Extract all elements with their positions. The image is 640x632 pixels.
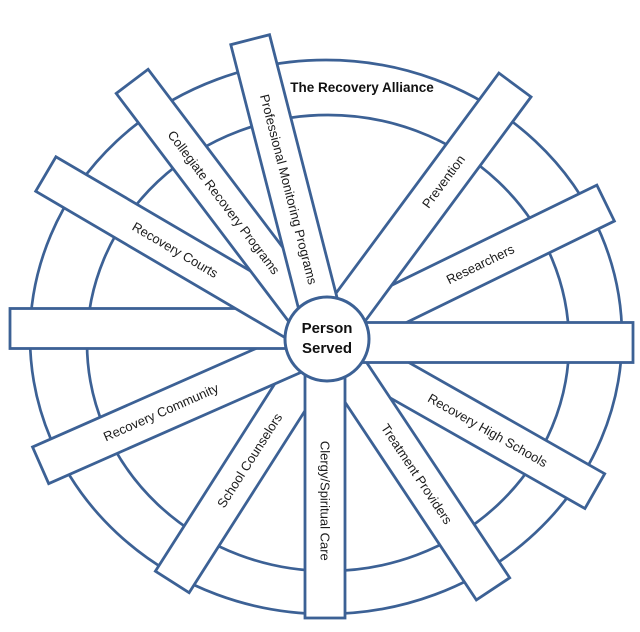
spoke-bar-right-connector-bar	[325, 321, 635, 364]
center-circle	[283, 295, 371, 383]
center-label-line2: Served	[302, 340, 352, 357]
spoke-school-counselors: School Counselors	[153, 326, 346, 595]
ring-title: The Recovery Alliance	[290, 80, 434, 95]
center-label-line1: Person	[302, 320, 353, 337]
spoke-right-connector-bar	[325, 321, 635, 364]
spoke-professional-monitoring-programs: Professional Monitoring Programs	[229, 33, 349, 346]
spoke-label-recovery-high-schools: Recovery High Schools	[425, 390, 550, 470]
spoke-label-clergy-spiritual-care: Clergy/Spiritual Care	[318, 441, 333, 561]
